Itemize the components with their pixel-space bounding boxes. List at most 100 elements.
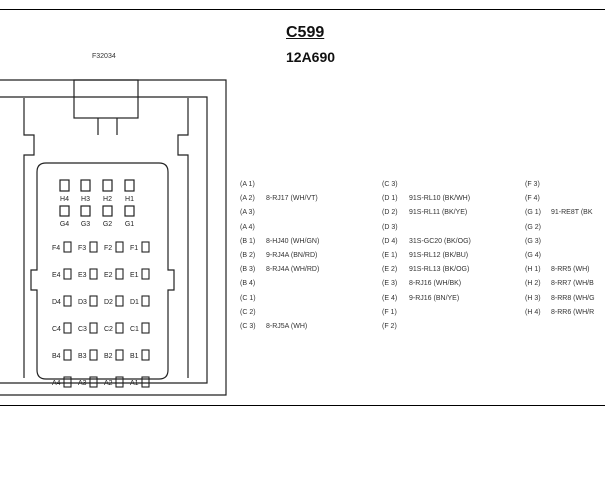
pinout-row: (C 3)8-RJ5A (WH)	[240, 320, 307, 334]
pinout-row: (A 2)8-RJ17 (WH/VT)	[240, 192, 318, 206]
pin-id: (D 1)	[382, 195, 398, 203]
circuit-label: 8-RJ4A (WH/RD)	[266, 266, 320, 274]
circuit-label: 9-RJ16 (BN/YE)	[409, 294, 460, 302]
pin-id: (H 1)	[525, 266, 541, 274]
terminal-label: B1	[130, 353, 139, 360]
pin-id: (D 4)	[382, 237, 398, 245]
circuit-label: 8-RR6 (WH/R	[551, 308, 595, 316]
pinout-row: (C 2)	[240, 306, 256, 320]
pinout-row: (A 4)	[240, 221, 255, 235]
terminal-c4	[63, 322, 72, 334]
terminal-label: H3	[81, 196, 90, 203]
terminal-e1	[141, 268, 150, 280]
pin-id: (G 1)	[525, 209, 541, 217]
connector-id: C599	[286, 24, 325, 41]
pin-id: (F 4)	[525, 195, 540, 203]
terminal-b4	[63, 349, 72, 361]
pin-id: (B 2)	[240, 252, 256, 259]
pin-id: (G 4)	[525, 252, 541, 259]
connector-outer-housing	[0, 79, 227, 396]
terminal-b1	[141, 349, 150, 361]
pin-id: (B 1)	[240, 237, 256, 245]
pin-id: (H 2)	[525, 280, 541, 288]
terminal-d4	[63, 295, 72, 307]
circuit-label: 8-RR7 (WH/B	[551, 280, 594, 288]
terminal-label: D2	[104, 299, 113, 306]
terminal-label: G2	[103, 221, 112, 228]
terminal-f4	[63, 241, 72, 253]
terminal-label: H4	[60, 196, 69, 203]
pin-id: (H 4)	[525, 308, 541, 316]
terminal-label: A1	[130, 380, 139, 387]
terminal-d3	[89, 295, 98, 307]
pin-id: (G 3)	[525, 237, 541, 245]
pin-id: (C 1)	[240, 294, 256, 302]
terminal-label: B4	[52, 353, 61, 360]
terminal-g2	[102, 205, 113, 217]
terminal-label: G3	[81, 221, 90, 228]
pinout-row: (G 4)	[525, 249, 541, 263]
bottom-rule	[0, 405, 605, 406]
pinout-row: (D 2)91S-RL11 (BK/YE)	[382, 206, 467, 220]
terminal-a3	[89, 376, 98, 388]
terminal-f1	[141, 241, 150, 253]
circuit-label: 8-HJ40 (WH/GN)	[266, 237, 320, 245]
pinout-row: (H 2) 8-RR7 (WH/B	[525, 277, 594, 291]
circuit-label: 8-RR8 (WH/G	[551, 294, 595, 302]
pin-id: (H 3)	[525, 294, 541, 302]
pinout-row: (G 2)	[525, 221, 541, 235]
terminal-label: C2	[104, 326, 113, 333]
circuit-label: 31S-GC20 (BK/OG)	[409, 237, 471, 245]
terminal-c1	[141, 322, 150, 334]
pinout-row: (B 3) 8-RJ4A (WH/RD)	[240, 263, 319, 277]
terminal-label: G1	[125, 221, 134, 228]
terminal-label: C4	[52, 326, 61, 333]
pin-id: (B 3)	[240, 266, 256, 274]
terminal-f2	[115, 241, 124, 253]
terminal-label: E2	[104, 272, 113, 279]
terminal-e2	[115, 268, 124, 280]
terminal-h4	[59, 179, 70, 192]
pinout-row: (B 4)	[240, 277, 255, 291]
pinout-row: (C 3)	[382, 178, 398, 192]
pinout-row: (C 1)	[240, 292, 256, 306]
pinout-row: (E 4) 9-RJ16 (BN/YE)	[382, 292, 459, 306]
pinout-row: (H 1)8-RR5 (WH)	[525, 263, 590, 277]
pin-id: (A 1)	[240, 181, 255, 188]
pinout-row: (G 1) 91-RE8T (BK	[525, 206, 593, 220]
wall-step-right	[177, 98, 189, 378]
pin-id: (D 3)	[382, 223, 398, 231]
terminal-c3	[89, 322, 98, 334]
connector-inner-housing	[0, 96, 208, 384]
terminal-a4	[63, 376, 72, 388]
terminal-label: A3	[78, 380, 87, 387]
circuit-label: 8-RJ17 (WH/VT)	[266, 195, 318, 203]
pin-id: (D 2)	[382, 209, 398, 217]
terminal-label: F1	[130, 245, 138, 252]
pinout-row: (B 2) 9-RJ4A (BN/RD)	[240, 249, 317, 263]
terminal-label: F2	[104, 245, 112, 252]
terminal-label: C3	[78, 326, 87, 333]
terminal-h3	[80, 179, 91, 192]
terminal-label: F4	[52, 245, 60, 252]
pin-id: (A 3)	[240, 209, 255, 217]
terminal-g1	[124, 205, 135, 217]
pin-id: (E 4)	[382, 294, 398, 302]
pin-id: (F 1)	[382, 308, 397, 316]
pinout-row: (E 3)8-RJ16 (WH/BK)	[382, 277, 461, 291]
terminal-f3	[89, 241, 98, 253]
top-rule	[0, 9, 605, 10]
terminal-label: H2	[103, 196, 112, 203]
circuit-label: 91-RE8T (BK	[551, 209, 593, 217]
cavity-block	[30, 162, 175, 380]
pinout-row: (D 3)	[382, 221, 398, 235]
circuit-label: 9-RJ4A (BN/RD)	[266, 252, 318, 259]
pin-id: (E 2)	[382, 266, 398, 274]
terminal-label: A2	[104, 380, 113, 387]
circuit-label: 91S-RL12 (BK/BU)	[409, 252, 469, 259]
figure-id: F32034	[92, 53, 116, 60]
pinout-row: (H 4) 8-RR6 (WH/R	[525, 306, 594, 320]
terminal-b2	[115, 349, 124, 361]
